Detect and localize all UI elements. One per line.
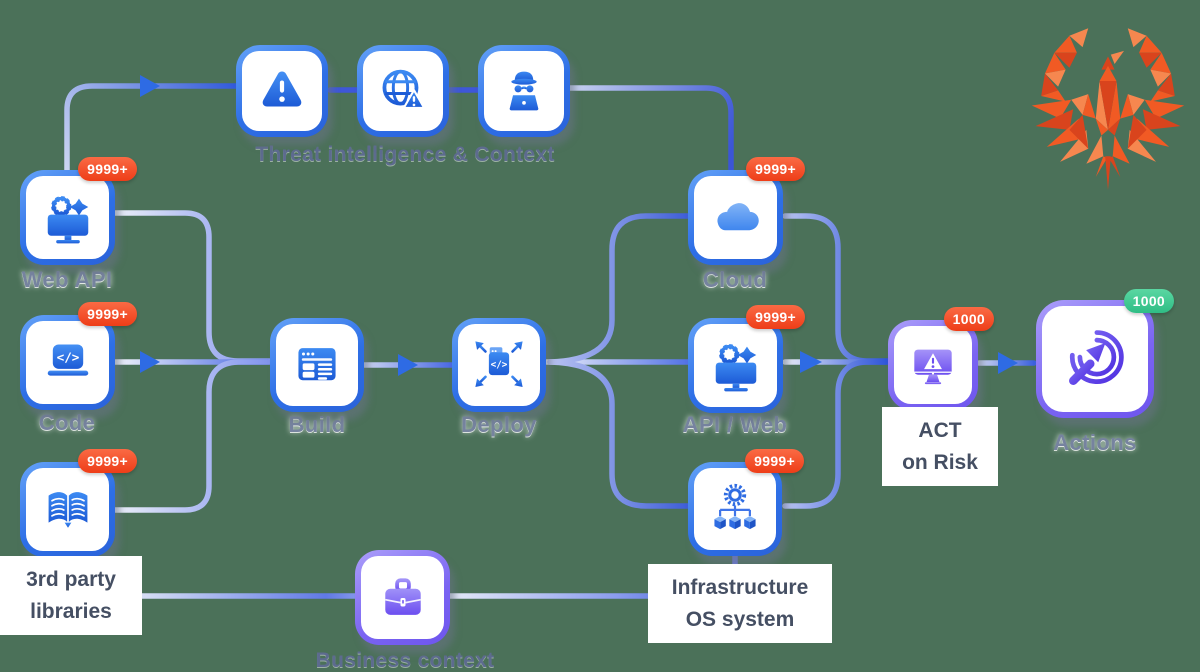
arrowhead bbox=[998, 352, 1018, 374]
node-api-web: 9999+ bbox=[688, 305, 805, 413]
node-deploy: </> bbox=[452, 318, 546, 412]
monitor-gears-icon bbox=[26, 176, 109, 259]
briefcase-icon bbox=[361, 556, 444, 639]
node-infrastructure: 9999+ bbox=[688, 449, 804, 556]
edge-webapi-threat bbox=[64, 83, 241, 203]
node-web-api: 9999+ bbox=[20, 157, 137, 265]
label-third-party: 3rd party libraries bbox=[0, 556, 142, 635]
phoenix-logo bbox=[1031, 28, 1185, 191]
edge-deploy-infra bbox=[547, 359, 693, 509]
edge-hacker-cloud bbox=[567, 85, 734, 178]
node-actions: 1000 bbox=[1036, 289, 1174, 418]
badge-count: 9999+ bbox=[78, 302, 137, 326]
warning-triangle-icon bbox=[242, 51, 322, 131]
badge-count: 1000 bbox=[1123, 289, 1174, 313]
label-threat-group: Threat intelligence & Context bbox=[255, 143, 555, 166]
edge-deploy-cloud bbox=[547, 213, 693, 365]
cloud-icon bbox=[694, 176, 777, 259]
node-business-context bbox=[355, 550, 450, 645]
label-act-on-risk: ACT on Risk bbox=[882, 407, 998, 486]
node-act-on-risk: 1000 bbox=[888, 307, 994, 410]
node-threat-globe bbox=[357, 45, 449, 137]
badge-count: 9999+ bbox=[745, 449, 804, 473]
book-icon bbox=[26, 468, 109, 551]
badge-count: 9999+ bbox=[746, 305, 805, 329]
node-threat-hacker bbox=[478, 45, 570, 137]
label-business-context: Business context bbox=[315, 649, 495, 672]
badge-count: 9999+ bbox=[78, 157, 137, 181]
arrowhead bbox=[398, 354, 418, 376]
label-web-api: Web API bbox=[21, 267, 113, 292]
svg-text:</>: </> bbox=[56, 349, 79, 364]
click-action-icon bbox=[1042, 306, 1148, 412]
label-cloud: Cloud bbox=[702, 267, 768, 292]
label-deploy: Deploy bbox=[461, 412, 537, 437]
svg-text:</>: </> bbox=[491, 360, 508, 371]
label-build: Build bbox=[288, 412, 346, 437]
monitor-gears-icon bbox=[694, 324, 777, 407]
node-build bbox=[270, 318, 364, 412]
edge-cloud-act bbox=[782, 213, 891, 364]
edge-3rdparty-build bbox=[112, 359, 273, 513]
label-actions: Actions bbox=[1053, 430, 1137, 455]
label-code: Code bbox=[38, 410, 96, 435]
badge-count: 9999+ bbox=[746, 157, 805, 181]
code-laptop-icon: </> bbox=[26, 321, 109, 404]
node-third-party: 9999+ bbox=[20, 449, 137, 557]
deploy-window-icon: </> bbox=[458, 324, 540, 406]
arrowhead bbox=[140, 351, 160, 373]
label-infrastructure: Infrastructure OS system bbox=[648, 564, 832, 643]
node-threat-warning bbox=[236, 45, 328, 137]
arrowhead bbox=[800, 351, 822, 373]
edge-infra-act bbox=[782, 359, 891, 509]
badge-count: 9999+ bbox=[78, 449, 137, 473]
hacker-icon bbox=[484, 51, 564, 131]
node-code: 9999+ </> bbox=[20, 302, 137, 410]
badge-count: 1000 bbox=[943, 307, 994, 331]
arrowhead bbox=[140, 75, 160, 97]
gear-cubes-icon bbox=[694, 468, 776, 550]
node-cloud: 9999+ bbox=[688, 157, 805, 265]
monitor-warning-icon bbox=[894, 326, 972, 404]
label-api-web: API / Web bbox=[682, 412, 788, 437]
browser-window-icon bbox=[276, 324, 358, 406]
globe-warning-icon bbox=[363, 51, 443, 131]
